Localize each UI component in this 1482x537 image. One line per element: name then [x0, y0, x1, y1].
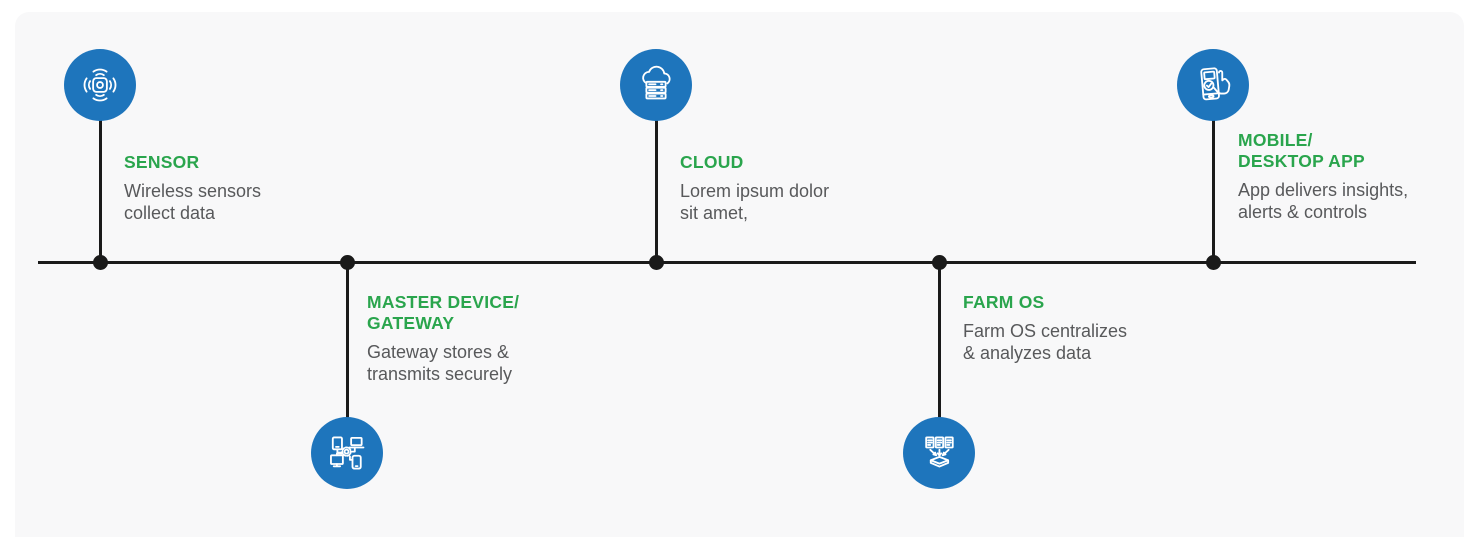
node-description: Lorem ipsum dolor sit amet, — [680, 181, 830, 223]
connector-stem — [937, 263, 941, 421]
timeline-dot — [1205, 255, 1221, 270]
wireless-sensor-icon — [83, 68, 117, 102]
data-aggregation-icon — [925, 436, 954, 468]
connector-stem — [1211, 117, 1215, 263]
node-icon-circle — [64, 49, 136, 121]
timeline-line — [38, 261, 1416, 264]
node-title: MOBILE/ DESKTOP APP — [1238, 130, 1365, 171]
timeline-dot — [92, 255, 108, 270]
node-description: Farm OS centralizes & analyzes data — [963, 321, 1128, 363]
node-icon-circle — [620, 49, 692, 121]
node-icon-circle — [903, 417, 975, 489]
mobile-tap-check-icon — [1200, 67, 1231, 101]
timeline-dot — [648, 255, 664, 270]
node-title: MASTER DEVICE/ GATEWAY — [367, 292, 520, 333]
connected-devices-gateway-icon — [330, 436, 365, 470]
node-title: SENSOR — [124, 152, 200, 172]
node-title: CLOUD — [680, 152, 744, 172]
node-description: Gateway stores & transmits securely — [367, 342, 513, 384]
node-description: Wireless sensors collect data — [124, 181, 262, 223]
node-description: App delivers insights, alerts & controls — [1238, 180, 1409, 222]
connector-stem — [345, 263, 349, 421]
connector-stem — [98, 117, 102, 263]
timeline-dot — [931, 255, 947, 270]
node-icon-circle — [311, 417, 383, 489]
timeline-dot — [339, 255, 355, 270]
cloud-server-icon — [642, 65, 671, 100]
node-icon-circle — [1177, 49, 1249, 121]
node-title: FARM OS — [963, 292, 1045, 312]
connector-stem — [654, 117, 658, 263]
